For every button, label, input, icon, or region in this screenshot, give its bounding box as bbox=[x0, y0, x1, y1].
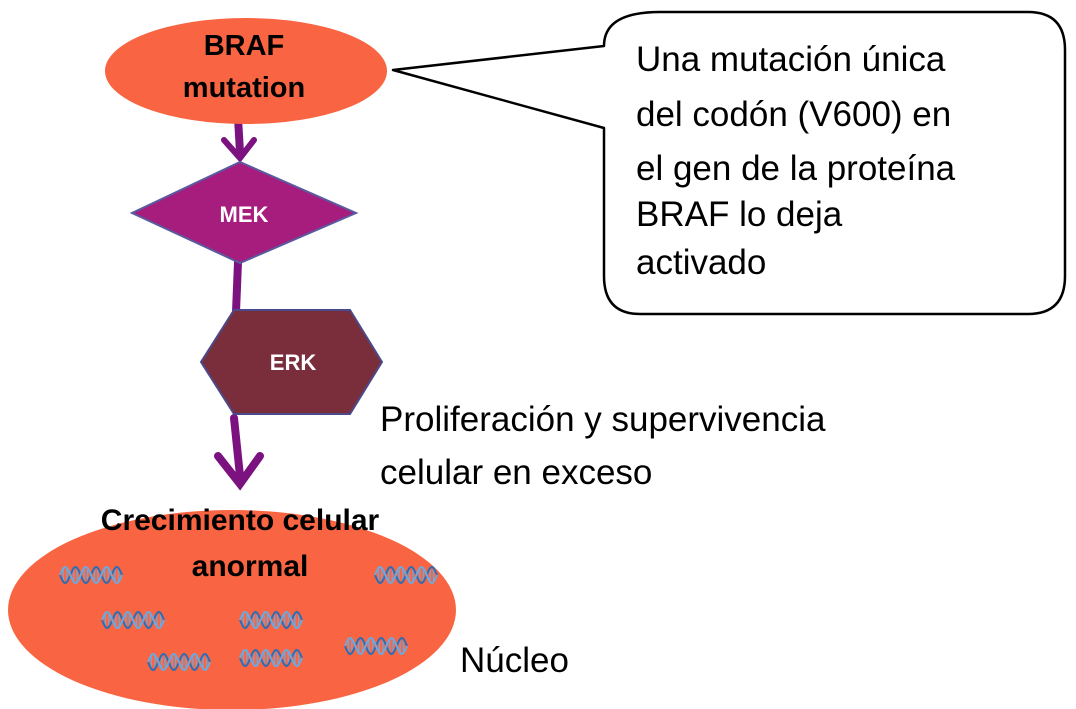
braf-line1: BRAF bbox=[204, 30, 285, 62]
erk-label: ERK bbox=[270, 350, 317, 375]
proliferation-line1: Proliferación y supervivencia bbox=[380, 400, 826, 439]
arrowhead-erk-nucleus bbox=[214, 452, 264, 491]
nucleus-line2: anormal bbox=[192, 550, 309, 583]
braf-mutation-node: BRAF mutation bbox=[105, 18, 387, 124]
connector-erk-nucleus bbox=[230, 414, 244, 480]
dna-helix-icon bbox=[147, 652, 211, 672]
dna-helix-icon bbox=[374, 565, 438, 585]
callout-line-1: Una mutación única bbox=[636, 40, 946, 79]
callout-text: Una mutación única del codón (V600) en e… bbox=[636, 40, 956, 282]
nucleus-caption: Núcleo bbox=[460, 641, 569, 680]
proliferation-line2: celular en exceso bbox=[380, 453, 652, 492]
dna-icons bbox=[59, 565, 438, 672]
braf-line2: mutation bbox=[183, 72, 305, 104]
mek-label: MEK bbox=[220, 202, 269, 227]
mek-node: MEK bbox=[129, 160, 359, 265]
nucleus-node: Crecimiento celular anormal bbox=[8, 504, 456, 709]
callout-line-2: del codón (V600) en bbox=[636, 95, 951, 134]
arrowhead-braf-mek bbox=[221, 137, 257, 163]
dna-helix-icon bbox=[101, 610, 165, 630]
callout-line-5: activado bbox=[636, 243, 766, 282]
dna-helix-icon bbox=[59, 565, 123, 585]
dna-helix-icon bbox=[344, 636, 408, 656]
proliferation-annotation: Proliferación y supervivencia celular en… bbox=[380, 400, 826, 492]
dna-helix-icon bbox=[239, 648, 303, 668]
callout-bubble: Una mutación única del codón (V600) en e… bbox=[391, 10, 1067, 316]
nucleus-line1: Crecimiento celular bbox=[101, 504, 380, 537]
callout-line-4: BRAF lo deja bbox=[636, 195, 843, 234]
erk-node: ERK bbox=[199, 309, 384, 415]
dna-helix-icon bbox=[239, 610, 303, 630]
pathway-connectors bbox=[214, 114, 264, 491]
callout-line-3: el gen de la proteína bbox=[636, 149, 956, 188]
connector-mek-erk bbox=[232, 258, 242, 316]
